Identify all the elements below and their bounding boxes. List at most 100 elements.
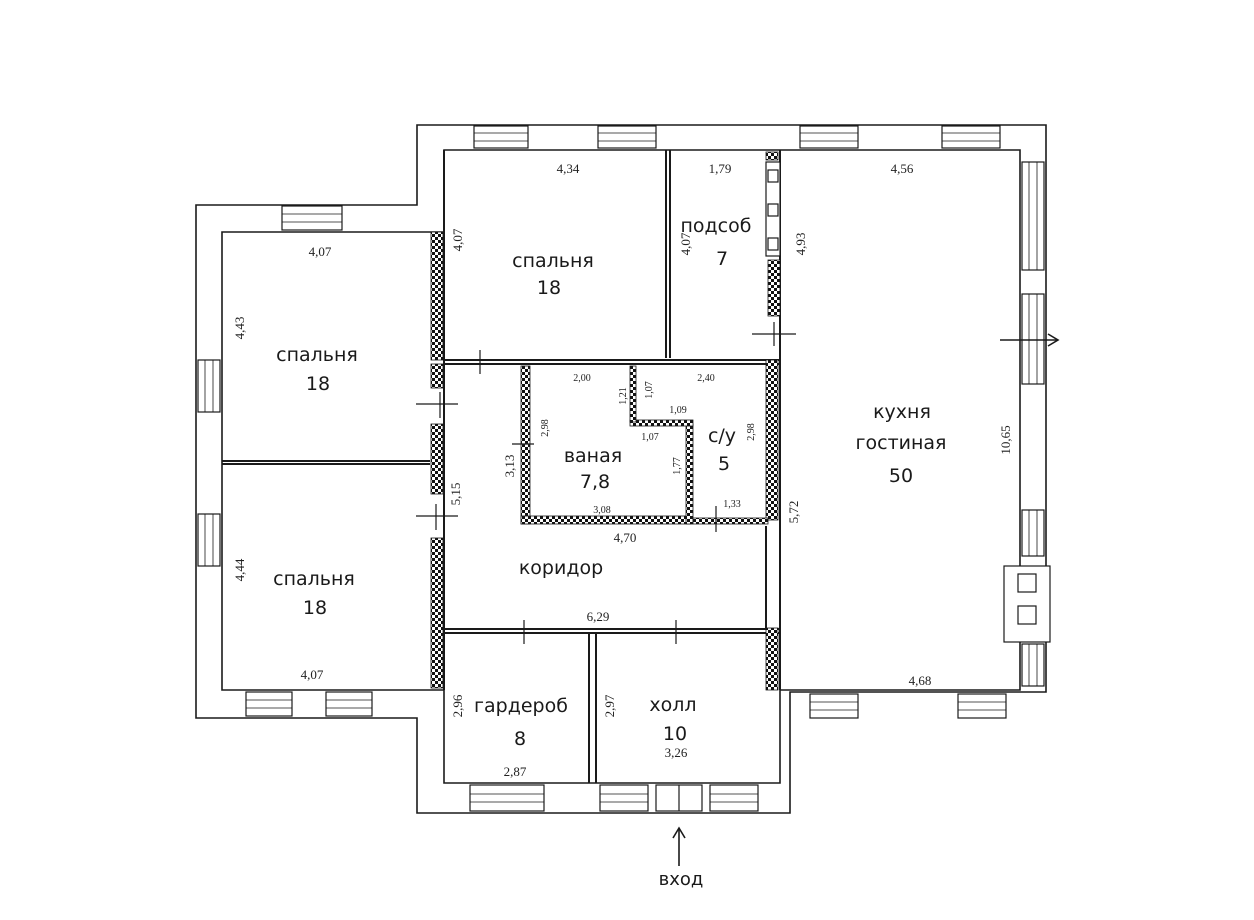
- window-right-2: [1021, 293, 1045, 385]
- dim-407-utility: 4,07: [678, 232, 693, 255]
- door-markers: [416, 322, 796, 644]
- dim-444: 4,44: [232, 558, 247, 581]
- hatch-wall-8: [765, 151, 779, 161]
- room-wc-name: с/у: [708, 425, 736, 447]
- window-top-3: [799, 125, 859, 149]
- windows: [197, 125, 1045, 812]
- window-left-1: [197, 359, 221, 413]
- entrance-arrow: [672, 826, 686, 866]
- dim-121: 1,21: [618, 387, 629, 405]
- dim-572: 5,72: [786, 501, 801, 524]
- window-right-4: [1021, 643, 1045, 687]
- room-bedroom-left-top-area: 18: [306, 373, 330, 395]
- room-wardrobe-name: гардероб: [474, 695, 568, 717]
- outer-walls: [195, 124, 1047, 814]
- exit-arrow: [1000, 333, 1060, 347]
- stove: [1003, 565, 1051, 643]
- window-bottom-left-1: [245, 691, 293, 717]
- room-bath-name: ваная: [564, 445, 622, 467]
- dim-298a: 2,98: [540, 419, 551, 437]
- hatch-wall-bath-right: [685, 423, 694, 525]
- dim-109: 1,09: [669, 405, 687, 416]
- room-kitchen-name-line2: гостиная: [856, 432, 947, 454]
- dim-407-bedroom-top: 4,07: [450, 228, 465, 251]
- dim-133: 1,33: [723, 499, 741, 510]
- window-right-1: [1021, 161, 1045, 271]
- room-bedroom-left-bottom-name: спальня: [273, 568, 355, 590]
- room-bedroom-top-area: 18: [537, 277, 561, 299]
- window-right-3: [1021, 509, 1045, 557]
- dim-179: 1,79: [709, 161, 732, 176]
- room-labels: спальня 18 спальня 18 спальня 18 подсоб …: [273, 215, 946, 750]
- dim-287: 2,87: [504, 764, 527, 779]
- hatch-wall-4: [430, 537, 444, 689]
- window-top-2: [597, 125, 657, 149]
- inner-wall-outline: [221, 149, 1021, 784]
- hatch-wall-bath-bottom: [520, 515, 692, 525]
- room-hall-area: 10: [663, 723, 687, 745]
- window-bottom-right-2: [957, 693, 1007, 719]
- dim-177: 1,77: [672, 457, 683, 475]
- dim-434: 4,34: [557, 161, 580, 176]
- hatch-wall-2: [430, 363, 444, 389]
- dim-443: 4,43: [232, 317, 247, 340]
- dim-407-bottom: 4,07: [301, 667, 324, 682]
- room-kitchen-area: 50: [889, 465, 913, 487]
- room-wc-area: 5: [718, 453, 730, 475]
- dimension-labels: 4,34 1,79 4,56 4,07 4,07 4,07 4,93 4,43 …: [232, 161, 1013, 779]
- hatch-wall-bath-step: [629, 419, 694, 427]
- window-bottom-right-1: [809, 693, 859, 719]
- room-utility-area: 7: [716, 248, 728, 270]
- dim-515: 5,15: [448, 483, 463, 506]
- room-wardrobe-area: 8: [514, 728, 526, 750]
- dim-407-top: 4,07: [309, 244, 332, 259]
- room-hall-name: холл: [649, 694, 696, 716]
- dim-298b: 2,98: [746, 423, 757, 441]
- hatch-wall-3: [430, 423, 444, 495]
- window-glazing: [204, 132, 1038, 803]
- window-bottom-3: [709, 784, 759, 812]
- interior-walls: [222, 150, 781, 783]
- dim-313: 3,13: [502, 455, 517, 478]
- dim-107a: 1,07: [644, 381, 655, 399]
- hatch-wall-6: [765, 627, 779, 691]
- dim-1065: 10,65: [998, 425, 1013, 454]
- dim-308: 3,08: [593, 505, 611, 516]
- room-bedroom-top-name: спальня: [512, 250, 594, 272]
- entry-door: [655, 784, 703, 812]
- hatched-walls: [430, 151, 781, 691]
- room-corridor-name: коридор: [519, 557, 603, 579]
- room-bedroom-left-top-name: спальня: [276, 344, 358, 366]
- dim-456: 4,56: [891, 161, 914, 176]
- room-utility-name: подсоб: [681, 215, 752, 237]
- room-bedroom-left-bottom-area: 18: [303, 597, 327, 619]
- hatch-wall-5: [765, 359, 779, 521]
- dim-629: 6,29: [587, 609, 610, 624]
- dim-240: 2,40: [697, 373, 715, 384]
- window-bottom-2: [599, 784, 649, 812]
- window-top-4: [941, 125, 1001, 149]
- window-bottom-left-2: [325, 691, 373, 717]
- dim-470: 4,70: [614, 530, 637, 545]
- dim-107b: 1,07: [641, 432, 659, 443]
- hatch-wall-bath-left: [520, 365, 531, 525]
- dim-296: 2,96: [450, 694, 465, 717]
- hatch-wall-wc-bottom: [692, 517, 769, 525]
- outer-wall-outline: [195, 124, 1047, 814]
- dim-326: 3,26: [665, 745, 688, 760]
- hatch-wall-bath-mid: [629, 365, 637, 423]
- window-left-2: [197, 513, 221, 567]
- hatch-wall-1: [430, 231, 444, 361]
- room-kitchen-name-line1: кухня: [873, 401, 931, 423]
- utility-shelves: [765, 161, 781, 257]
- hatch-wall-7: [767, 259, 781, 317]
- room-bath-area: 7,8: [580, 471, 610, 493]
- entrance-label: вход: [659, 869, 704, 890]
- window-top-1: [473, 125, 529, 149]
- dim-200: 2,00: [573, 373, 591, 384]
- dim-493: 4,93: [793, 233, 808, 256]
- window-bottom-1: [469, 784, 545, 812]
- dim-468: 4,68: [909, 673, 932, 688]
- window-left-top: [281, 205, 343, 231]
